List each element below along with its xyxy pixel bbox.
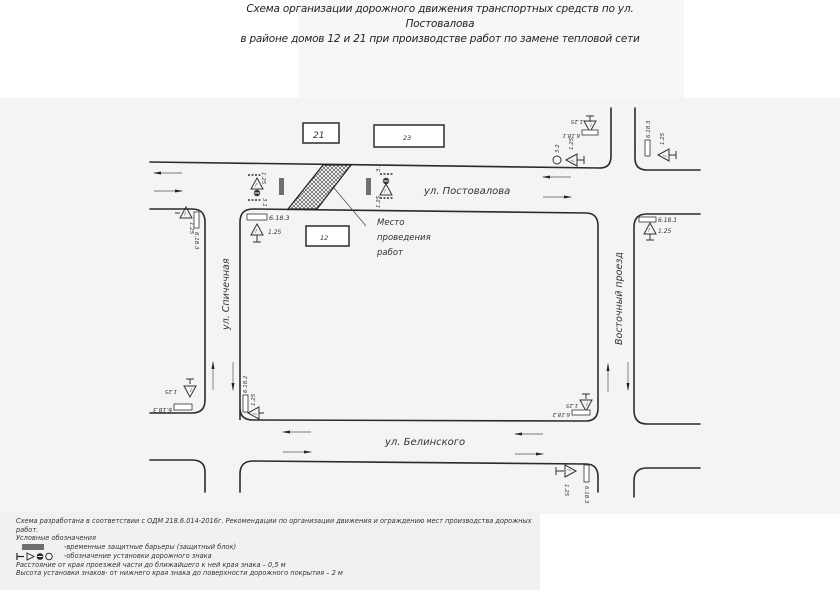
barrier-swatch-icon xyxy=(22,544,44,551)
legend-sign-text: -обозначение установки дорожного знака xyxy=(64,551,212,560)
street-label-postovalova: ул. Постовалова xyxy=(423,186,510,197)
svg-text:23: 23 xyxy=(403,134,411,142)
sign-group-east-block-nw: 6.18.1 1.25 xyxy=(638,216,677,241)
svg-text:6.18.3: 6.18.3 xyxy=(153,406,172,413)
legend-height-note: Высота установки знаков- от нижнего края… xyxy=(16,569,343,578)
sign-cluster-east: 3.1 1.25 xyxy=(376,163,394,208)
svg-text:1.25: 1.25 xyxy=(569,137,575,150)
sign-group-block-se: 1.25 6.18.2 xyxy=(552,393,593,417)
svg-text:1.25: 1.25 xyxy=(376,195,382,208)
svg-text:1.25: 1.25 xyxy=(570,118,583,124)
legend-distance-note: Расстояние от края проезжей части до бли… xyxy=(16,560,286,569)
legend-row-signs: -обозначение установки дорожного знака xyxy=(16,552,546,561)
svg-text:3.2: 3.2 xyxy=(555,144,561,153)
building-12: 12 xyxy=(305,225,350,247)
sign-3-2-icon xyxy=(552,155,562,165)
svg-text:12: 12 xyxy=(320,234,328,242)
svg-text:6.18.2: 6.18.2 xyxy=(552,411,570,417)
legend-barrier-text: -временные защитные барьеры (защитный бл… xyxy=(64,542,237,551)
work-site-label-1: Место xyxy=(377,218,404,228)
street-label-spichechnaya: ул. Спичечная xyxy=(221,258,232,331)
svg-text:1.25: 1.25 xyxy=(268,229,282,236)
legend-basis: Схема разработана в соответствии с ОДМ 2… xyxy=(16,517,532,534)
svg-text:1.25: 1.25 xyxy=(188,222,194,235)
sign-symbols-icon xyxy=(16,552,53,561)
street-label-vostochny: Восточный проезд xyxy=(614,252,625,345)
traffic-arrows xyxy=(153,171,630,456)
legend-row-barrier: -временные защитные барьеры (защитный бл… xyxy=(16,543,546,552)
sign-group-postovalova-ne: 1.25 6.18.1 3.2 1.25 xyxy=(552,115,599,167)
road-edges xyxy=(149,107,701,498)
barrier-block-east xyxy=(366,178,371,195)
building-23: 23 xyxy=(373,124,445,148)
title-line-1: Схема организации дорожного движения тра… xyxy=(246,3,634,30)
svg-text:1.25: 1.25 xyxy=(660,132,666,145)
paper-sheet-legend xyxy=(0,512,540,590)
svg-text:6.18.3: 6.18.3 xyxy=(646,120,652,138)
sign-group-block-nw: 6.18.3 1.25 xyxy=(246,213,290,243)
legend-heading: Условные обозначения xyxy=(16,534,96,543)
legend: Схема разработана в соответствии с ОДМ 2… xyxy=(16,517,546,578)
street-label-belinskogo: ул. Белинского xyxy=(384,437,465,448)
building-21: 21 xyxy=(302,122,340,144)
barrier-block-west xyxy=(279,178,284,195)
title-line-2: в районе домов 12 и 21 при производстве … xyxy=(240,33,640,45)
svg-text:6.18.3: 6.18.3 xyxy=(583,486,589,504)
svg-text:6.18.3: 6.18.3 xyxy=(269,214,290,222)
svg-text:1.25: 1.25 xyxy=(563,484,569,497)
svg-text:21: 21 xyxy=(313,131,324,141)
sign-group-belinskogo-se: 1.25 6.18.3 xyxy=(555,464,590,504)
sign-group-spichechnaya-ne: 1.25 6.18.3 xyxy=(175,206,200,250)
work-site-label-2: проведения xyxy=(377,233,431,243)
work-site-area xyxy=(286,164,353,210)
sign-group-spichechnaya-se: 1.25 6.18.3 xyxy=(153,378,197,413)
svg-text:1.25: 1.25 xyxy=(164,388,177,394)
svg-text:1.25: 1.25 xyxy=(565,402,578,408)
work-site-pointer xyxy=(333,187,367,227)
sign-group-east-north: 6.18.3 1.25 xyxy=(644,120,677,162)
paper-sheet-top xyxy=(298,0,684,100)
svg-text:1.25: 1.25 xyxy=(251,393,257,406)
svg-text:6.18.3: 6.18.3 xyxy=(193,232,199,250)
svg-text:6.18.1: 6.18.1 xyxy=(658,217,677,224)
sign-cluster-west: 1.25 3.1 xyxy=(248,172,267,207)
svg-text:6.18.1: 6.18.1 xyxy=(563,132,581,138)
diagram-title: Схема организации дорожного движения тра… xyxy=(230,2,650,47)
paper-sheet-main xyxy=(0,98,840,514)
sign-group-block-sw: 6.18.2 1.25 xyxy=(242,375,264,420)
svg-text:3.1: 3.1 xyxy=(376,163,382,172)
svg-text:6.18.2: 6.18.2 xyxy=(243,375,249,393)
work-site-label-3: работ xyxy=(376,248,404,258)
svg-text:1.25: 1.25 xyxy=(260,172,266,185)
svg-text:1.25: 1.25 xyxy=(658,228,672,235)
svg-text:3.1: 3.1 xyxy=(261,198,267,207)
